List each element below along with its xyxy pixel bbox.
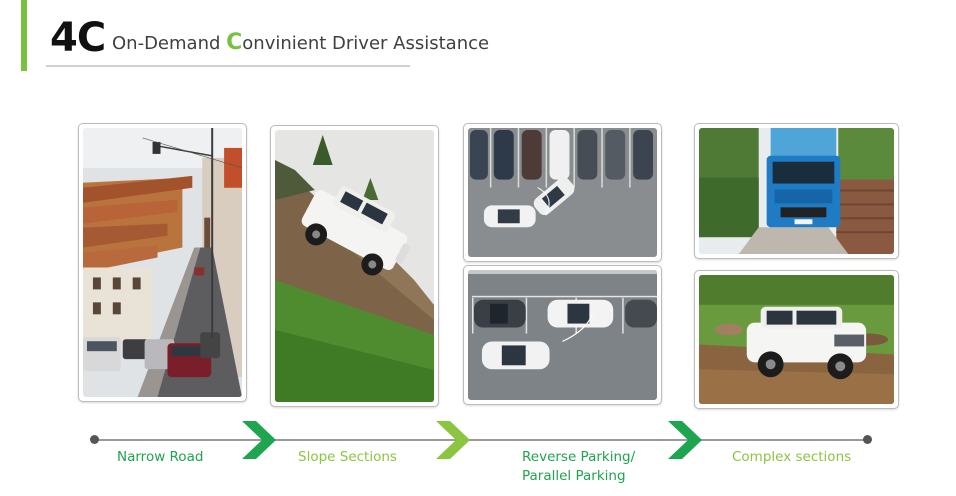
parallel-parking-lot-photo (468, 270, 657, 400)
narrow-road-street-photo (83, 128, 242, 397)
offroad-suv-photo-card (694, 270, 899, 409)
label-reverse-parking: Reverse Parking/ (522, 449, 636, 465)
timeline-line (94, 439, 868, 441)
parallel-parking-photo-card (463, 265, 662, 405)
chevron-right-icon (436, 421, 470, 459)
label-slope-sections: Slope Sections (298, 449, 397, 465)
title-underline (46, 65, 410, 67)
chevron-right-icon (242, 421, 276, 459)
accent-bar (21, 0, 27, 71)
label-complex-sections: Complex sections (732, 449, 852, 465)
slope-photo-card (270, 125, 439, 407)
label-narrow-road: Narrow Road (117, 449, 204, 465)
narrow-lane-truck-photo (699, 128, 894, 254)
subtitle-initial: C (226, 30, 243, 55)
subtitle-prefix: On-Demand (112, 33, 227, 54)
subtitle-suffix: onvinient Driver Assistance (242, 33, 490, 54)
page-title-code: 4C (50, 15, 106, 61)
slope-suv-photo (275, 130, 434, 402)
reverse-parking-photo-card (463, 123, 662, 262)
narrow-road-photo-card (78, 123, 247, 402)
timeline-end-dot (863, 435, 872, 444)
label-parallel-parking: Parallel Parking (522, 468, 626, 484)
page-subtitle: On-Demand Convinient Driver Assistance (112, 30, 489, 57)
chevron-right-icon (668, 421, 702, 459)
offroad-suv-photo (699, 275, 894, 404)
timeline-start-dot (90, 435, 99, 444)
reverse-parking-lot-photo (468, 128, 657, 257)
truck-photo-card (694, 123, 899, 259)
